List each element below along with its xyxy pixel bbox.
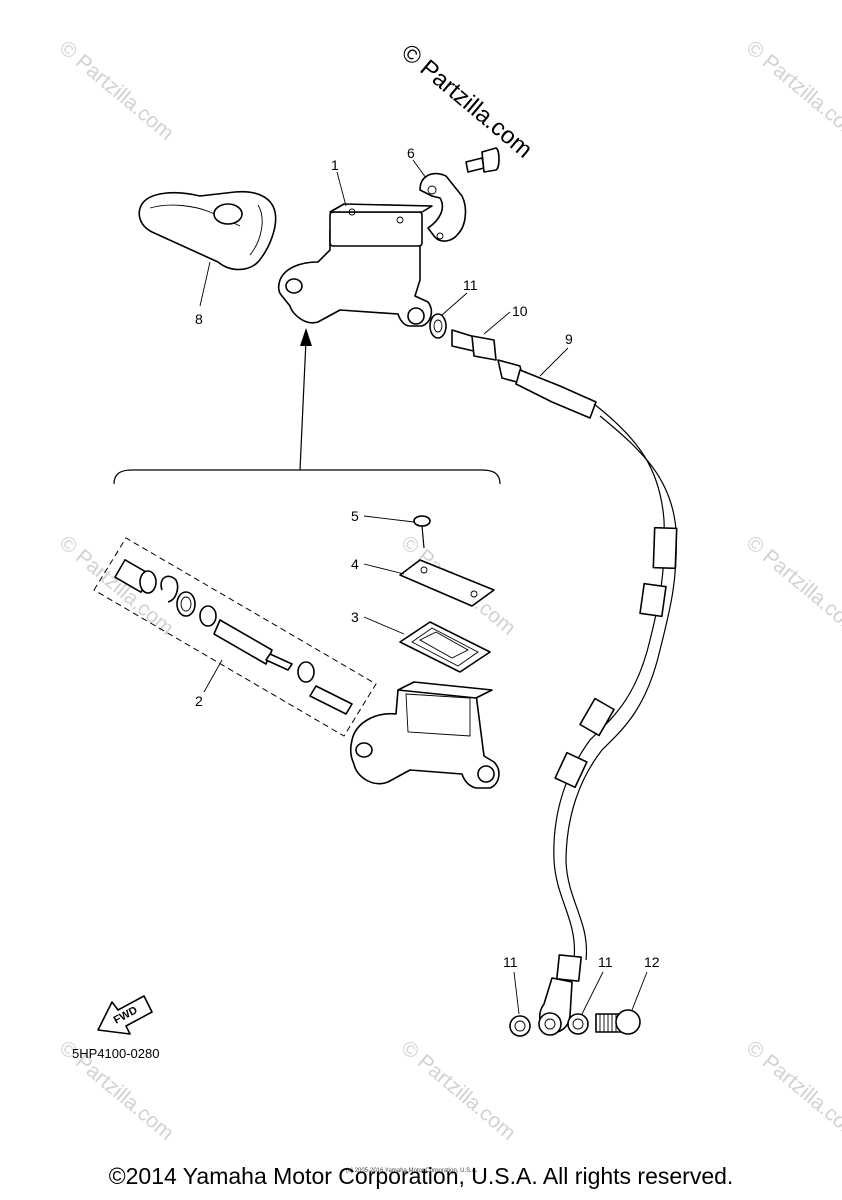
callout-1: 1 [331,157,339,173]
watermark-tile: © Partzilla.com [397,1036,520,1145]
part-10-union-bolt [451,329,497,361]
callout-8: 8 [195,311,203,327]
callout-4: 4 [351,556,359,572]
watermark-main: © Partzilla.com [396,39,537,164]
part-8-lever-cover [138,190,277,271]
part-4-cap [399,559,495,607]
part-12-union-bolt [595,1009,641,1035]
part-11-washer-bottom-right [567,1013,589,1035]
callout-11-top: 11 [463,277,478,293]
part-5-screw [413,515,431,549]
callout-11-bottom-left: 11 [503,954,518,970]
copyright-notice: ©2014 Yamaha Motor Corporation, U.S.A. A… [108,1163,734,1189]
part-11-washer-top [429,313,447,339]
diagram-code: 5HP4100-0280 [72,1046,159,1061]
watermark-tile: © Partzilla.com [742,36,842,145]
master-cylinder-body-exploded [349,681,500,789]
callout-6: 6 [407,145,415,161]
leader-lines [199,159,648,1015]
callout-3: 3 [351,609,359,625]
callout-11-bottom-right: 11 [598,954,613,970]
watermark-tile: © Partzilla.com [55,531,178,640]
watermark-tile: © Partzilla.com [742,531,842,640]
callout-10: 10 [512,303,528,319]
part-1-master-cylinder [277,203,433,327]
part-3-diaphragm [399,621,491,673]
callout-9: 9 [565,331,573,347]
fwd-arrow-icon: FWD [97,995,153,1035]
part-2-piston-kit [93,537,377,737]
callout-2: 2 [195,693,203,709]
callout-5: 5 [351,508,359,524]
small-print: (c) 2005-2016 Yamaha Motor Corporation, … [346,1168,478,1174]
part-11-washer-bottom-left [509,1015,531,1037]
callout-12: 12 [644,954,660,970]
watermark-tile: © Partzilla.com [742,1036,842,1145]
part-9-brake-hose [497,359,678,1036]
part-6-holder [419,147,500,242]
watermark-tile: © Partzilla.com [55,36,178,145]
explode-bracket [113,328,501,485]
